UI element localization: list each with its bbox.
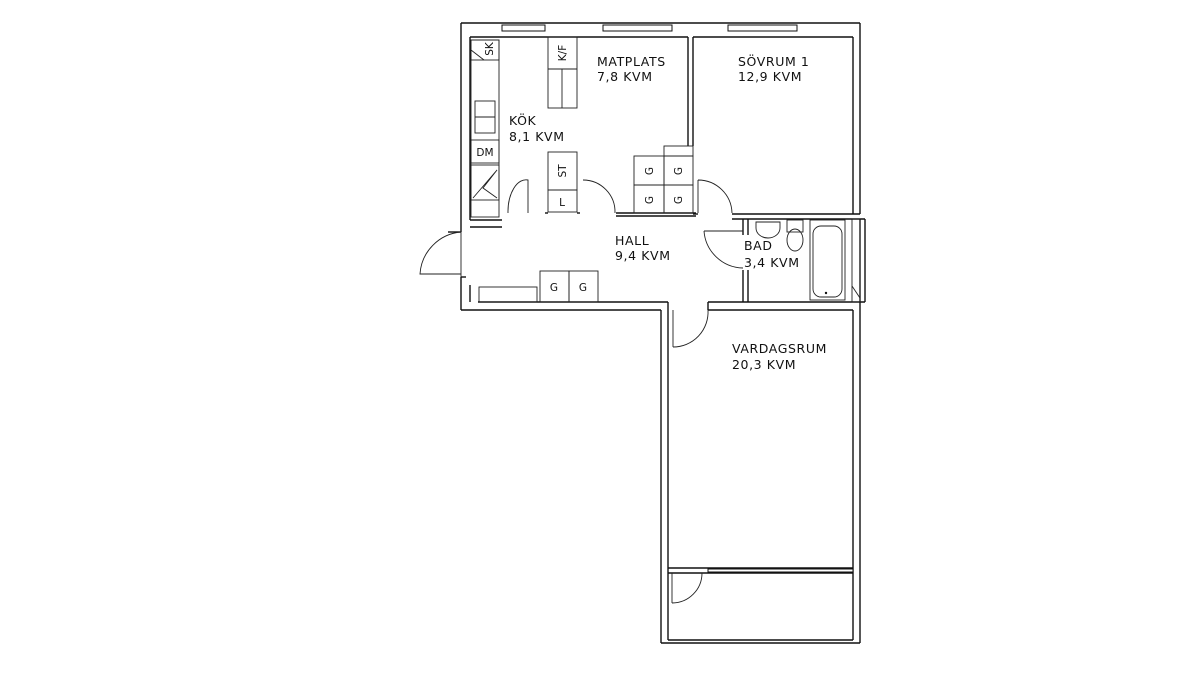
room-area-bad: 3,4 KVM [744,255,800,270]
doors [419,179,744,604]
wardrobe [663,184,694,214]
toilet-tank [786,219,804,233]
wardrobe-label: G [579,282,587,294]
bathtub [809,219,846,301]
stove-zigzag-icon [472,169,498,199]
walls [448,22,866,644]
room-area-vardagsrum: 20,3 KVM [732,357,796,372]
wardrobe [568,270,599,303]
room-area-hall: 9,4 KVM [615,248,671,263]
window [501,24,546,32]
window [602,24,673,32]
kitchen-counter: SK DM K/F ST L [470,36,578,218]
toilet-icon [786,228,804,252]
entrance-door[interactable] [419,231,462,277]
wardrobe-label: G [644,196,656,204]
dishwasher-label: DM [476,147,493,159]
window [727,24,798,32]
room-area-matplats: 7,8 KVM [597,69,653,84]
balcony-door[interactable] [671,572,703,604]
windows [501,24,854,573]
kitchen-door[interactable] [507,179,529,214]
room-labels: MATPLATS 7,8 KVM SÖVRUM 1 12,9 KVM KÖK 8… [509,53,827,372]
room-name-matplats: MATPLATS [597,54,666,69]
sink-cabinet-label: SK [484,41,496,56]
closet-l [547,189,578,213]
wardrobe-label: G [550,282,558,294]
window [707,568,854,573]
room-area-sovrum: 12,9 KVM [738,69,802,84]
dishwasher [470,139,500,164]
room-name-bad: BAD [744,238,773,253]
sovrum-door[interactable] [697,179,733,214]
matplats-door[interactable] [582,179,616,214]
wardrobe-label: G [673,167,685,175]
fridge-freezer-label: K/F [557,45,569,61]
wardrobes: G G G G G G [478,145,694,303]
washbasin-icon [755,221,781,239]
wardrobe-label: G [673,196,685,204]
closet-l-label: L [559,197,565,209]
room-area-kok: 8,1 KVM [509,129,565,144]
bathroom-fixtures [755,218,861,303]
wardrobe-label: G [644,167,656,175]
room-name-hall: HALL [615,233,649,248]
stove [470,164,500,201]
room-name-vardagsrum: VARDAGSRUM [732,341,827,356]
closet-st-label: ST [557,164,569,178]
bathroom-door[interactable] [703,230,744,269]
fridge-freezer [547,36,578,109]
vardagsrum-door[interactable] [672,309,709,348]
room-name-kok: KÖK [509,112,537,128]
room-name-sovrum: SÖVRUM 1 [738,53,809,69]
bathtub-inner [812,225,843,298]
